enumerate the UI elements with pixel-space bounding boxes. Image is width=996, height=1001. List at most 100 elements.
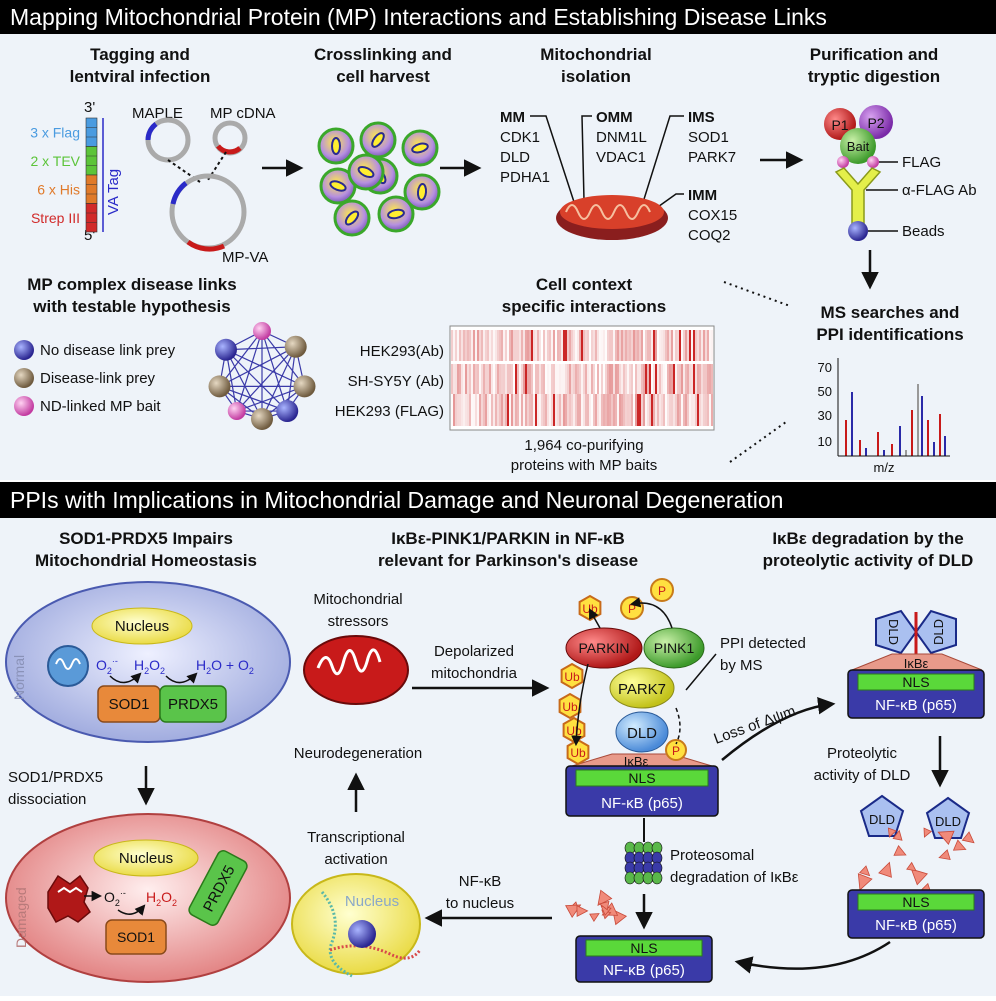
heatmap-cell xyxy=(567,394,569,426)
heatmap-cell xyxy=(663,330,665,361)
normal-nucleus-label: Nucleus xyxy=(115,618,169,635)
ms-title-1: MS searches and xyxy=(821,303,960,322)
heatmap-cell xyxy=(617,394,619,426)
network-node-1 xyxy=(253,322,271,340)
heatmap-cell xyxy=(673,394,675,426)
heatmap-cell xyxy=(661,364,663,394)
normal-nucleus xyxy=(91,607,193,645)
phospho-3-label: P xyxy=(672,744,680,758)
heatmap-cell xyxy=(555,330,557,361)
heatmap-cell xyxy=(633,330,635,361)
heatmap-cell xyxy=(699,330,701,361)
heatmap-cell xyxy=(579,394,581,426)
heatmap-cell xyxy=(675,330,677,361)
heatmap-cell xyxy=(559,330,561,361)
heatmap-cell xyxy=(575,330,577,361)
heatmap-cell xyxy=(611,330,613,361)
heatmap-cell xyxy=(489,394,491,426)
heatmap-cell xyxy=(497,394,499,426)
heatmap-cell xyxy=(579,364,581,394)
heatmap-cell xyxy=(569,364,571,394)
ikbe-fragment xyxy=(937,830,955,845)
heatmap-cell xyxy=(545,330,547,361)
dld-monomer-left-label: DLD xyxy=(869,812,895,827)
network-node-2 xyxy=(284,335,307,358)
context-row-3: HEK293 (FLAG) xyxy=(335,403,444,420)
heatmap-cell xyxy=(591,394,593,426)
heatmap-cell xyxy=(545,394,547,426)
heatmap-cell xyxy=(649,394,651,426)
ikbe-fragment xyxy=(878,861,892,878)
damaged-sod1 xyxy=(105,919,167,955)
heatmap-cell xyxy=(523,330,525,361)
proteasome-subunit xyxy=(633,871,645,885)
heatmap-cell xyxy=(595,330,597,361)
heatmap-cell xyxy=(533,394,535,426)
proteolytic-1: Proteolytic xyxy=(827,745,898,762)
proteasome-subunit xyxy=(624,871,636,885)
damaged-mitochondrion xyxy=(47,874,91,923)
heatmap-cell xyxy=(461,364,463,394)
context-row-1: HEK293(Ab) xyxy=(360,343,444,360)
heatmap-cell xyxy=(615,394,617,426)
heatmap-cell xyxy=(463,394,465,426)
crosslink-title-1: Crosslinking and xyxy=(314,45,452,64)
heatmap-cell xyxy=(683,330,685,361)
proteosomal-1: Proteosomal xyxy=(670,847,754,864)
heatmap-cell xyxy=(481,394,483,426)
heatmap-cell xyxy=(535,394,537,426)
heatmap-cell xyxy=(607,330,609,361)
heatmap-cell xyxy=(521,364,523,394)
heatmap-cell xyxy=(571,394,573,426)
heatmap-cell xyxy=(691,330,693,361)
imm-item-1: COX15 xyxy=(688,207,737,224)
heatmap-cell xyxy=(631,394,633,426)
heatmap-cell xyxy=(501,394,503,426)
heatmap-cell xyxy=(657,394,659,426)
tag-label-3: 6 x His xyxy=(37,181,80,197)
heatmap-cell xyxy=(697,394,699,426)
heatmap-cell xyxy=(601,330,603,361)
tag-segment-2 xyxy=(85,146,98,176)
heatmap-cell xyxy=(529,394,531,426)
mm-item-2: DLD xyxy=(500,149,530,166)
heatmap-cell xyxy=(465,330,467,361)
heatmap-cell xyxy=(517,364,519,394)
ppi-1: PPI detected xyxy=(720,635,806,652)
heatmap-cell xyxy=(641,330,643,361)
heatmap-cell xyxy=(667,394,669,426)
heatmap-cell xyxy=(617,330,619,361)
depolarized-2: mitochondria xyxy=(431,665,518,682)
heatmap-cell xyxy=(495,364,497,394)
heatmap-cell xyxy=(705,330,707,361)
heatmap-cell xyxy=(619,364,621,394)
heatmap-cell xyxy=(641,364,643,394)
heatmap-cell xyxy=(467,364,469,394)
heatmap-cell xyxy=(581,330,583,361)
heatmap-cell xyxy=(515,394,517,426)
heatmap-cell xyxy=(689,330,691,361)
heatmap-cell xyxy=(473,330,475,361)
cell-nucleus-1 xyxy=(331,137,341,155)
heatmap-cell xyxy=(613,394,615,426)
dna-strand-2 xyxy=(329,944,422,960)
heatmap-cell xyxy=(703,330,705,361)
disease-network xyxy=(208,322,316,430)
heatmap-cell xyxy=(575,394,577,426)
ppi-leader xyxy=(685,653,717,691)
va-tag-bar xyxy=(85,117,98,233)
bottom-banner xyxy=(0,482,996,518)
normal-h2o-o2: H2O + O2 xyxy=(196,657,254,676)
heatmap-cell xyxy=(545,364,547,394)
dld-nls-label: NLS xyxy=(902,674,929,690)
heatmap-cell xyxy=(451,394,453,426)
heatmap-cell xyxy=(603,394,605,426)
network-edge xyxy=(236,385,305,412)
dld-title-2: proteolytic activity of DLD xyxy=(763,551,974,570)
heatmap-cell xyxy=(485,364,487,394)
heatmap-cell xyxy=(547,364,549,394)
dld-dimer-right-label: DLD xyxy=(931,619,946,645)
heatmap-cell xyxy=(519,364,521,394)
heatmap-cell xyxy=(645,394,647,426)
heatmap-cell xyxy=(633,394,635,426)
